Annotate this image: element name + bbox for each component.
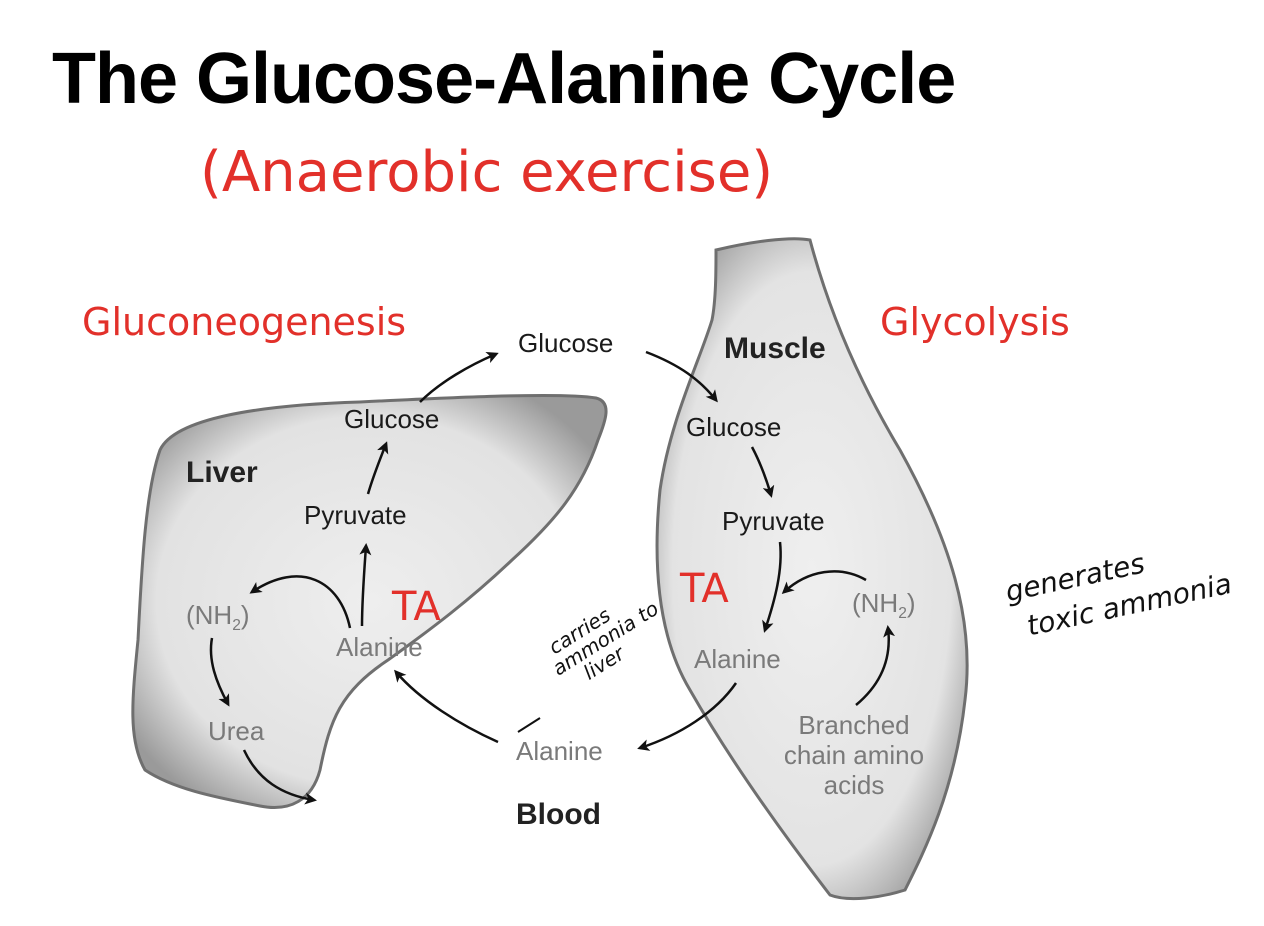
liver-alanine: Alanine [336, 632, 423, 663]
gluconeogenesis-label: Gluconeogenesis [82, 300, 406, 344]
muscle-label: Muscle [724, 332, 826, 366]
muscle-nh2: (NH2) [852, 588, 916, 623]
muscle-glucose: Glucose [686, 412, 781, 443]
liver-label: Liver [186, 456, 258, 490]
blood-label: Blood [516, 798, 601, 832]
arrow-liver-glucose-to-blood-glucose [420, 354, 496, 402]
branched-chain-amino-acids: Branched chain amino acids [764, 710, 944, 800]
page-subtitle: (Anaerobic exercise) [200, 140, 773, 205]
liver-pyruvate: Pyruvate [304, 500, 407, 531]
arrow-blood-alanine-to-liver-alanine [396, 672, 498, 742]
blood-glucose: Glucose [518, 328, 613, 359]
liver-urea: Urea [208, 716, 264, 747]
muscle-alanine: Alanine [694, 644, 781, 675]
liver-ta-label: TA [392, 584, 441, 630]
liver-nh2: (NH2) [186, 600, 250, 635]
glycolysis-label: Glycolysis [880, 300, 1070, 344]
page-title: The Glucose-Alanine Cycle [52, 38, 955, 120]
muscle-pyruvate: Pyruvate [722, 506, 825, 537]
annotation-pointer-line [518, 718, 540, 732]
muscle-ta-label: TA [680, 566, 729, 612]
liver-glucose: Glucose [344, 404, 439, 435]
blood-alanine: Alanine [516, 736, 603, 767]
